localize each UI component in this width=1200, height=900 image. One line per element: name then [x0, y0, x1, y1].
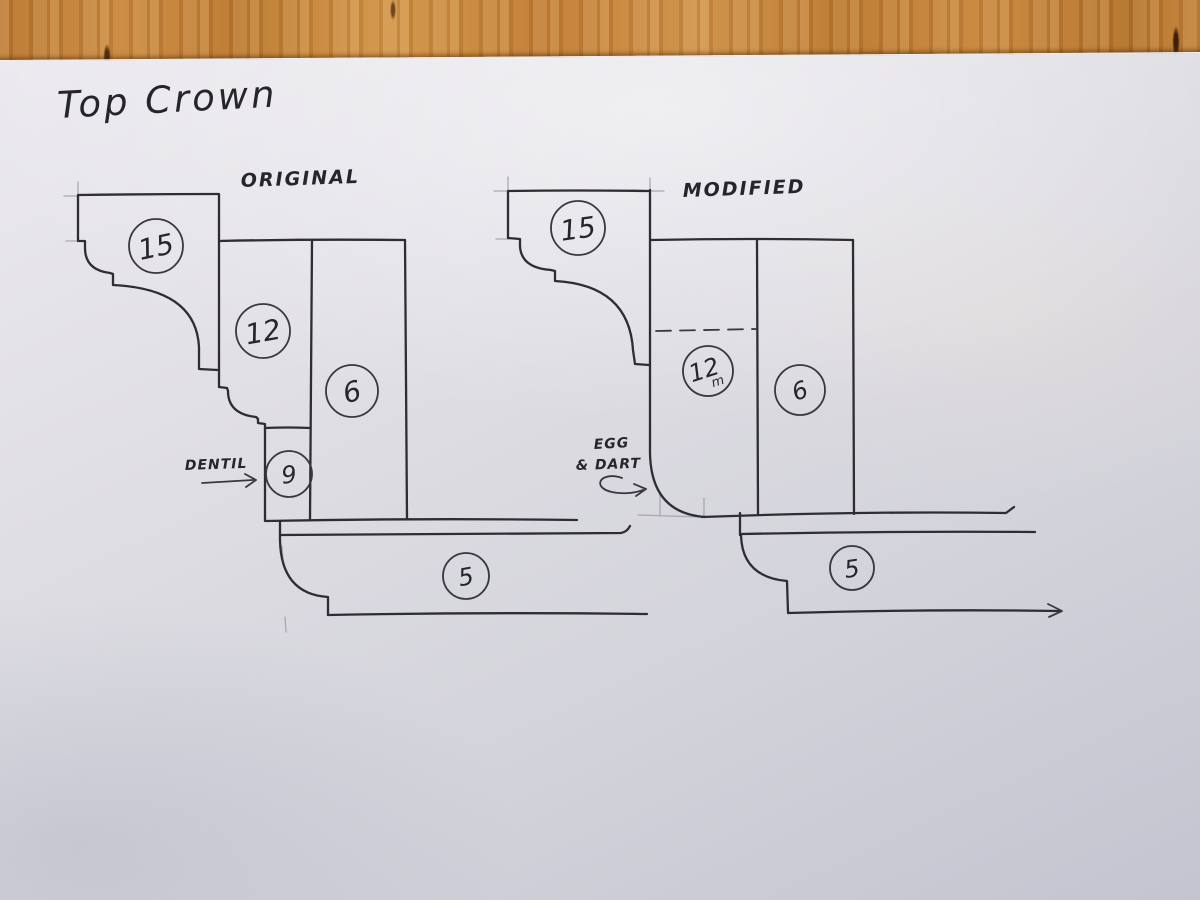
original-base-5-bottom-line: [326, 612, 649, 617]
modified-base-5-second-line: [739, 530, 1037, 536]
original-separator-12-6: [308, 239, 314, 522]
modified-egg-dart-cove: [648, 451, 707, 519]
original-callout-9-label: 9: [280, 460, 298, 489]
modified-callout-15-label: 15: [558, 210, 598, 248]
original-crown-15-outline: [76, 192, 220, 372]
modified-callout-6-label: 6: [788, 375, 812, 407]
modified-heading: MODIFIED: [682, 176, 805, 202]
egg-dart-annotation-line2: & DART: [576, 456, 642, 474]
modified-top-edge-12-6: [649, 237, 855, 242]
original-base-5-second-line: [278, 524, 632, 537]
modified-base-5-arrowhead: [1047, 603, 1063, 618]
modified-base-5-top-line: [700, 505, 1016, 519]
dentil-annotation-arrow: [201, 473, 257, 488]
modified-drawing: 15 12 m 6 5 EGG & DART: [506, 188, 1063, 618]
pencil-construction-lines: [63, 176, 705, 633]
original-callout-6: 6: [325, 364, 379, 418]
original-heading: ORIGINAL: [240, 166, 360, 192]
original-frieze-12-bottom-profile: [217, 385, 267, 430]
modified-callout-6: 6: [774, 364, 826, 416]
original-callout-12-label: 12: [243, 313, 284, 352]
modified-callout-15: 15: [550, 200, 606, 256]
original-callout-9: 9: [265, 450, 313, 498]
modified-base-5-cove: [739, 533, 790, 614]
original-drawing: 15 12 6 9 5 DENTIL: [76, 192, 649, 617]
modified-callout-5: 5: [829, 545, 875, 591]
modified-base-5-bottom-line: [786, 609, 1062, 615]
original-callout-12: 12: [235, 303, 291, 359]
modified-backer-6-right-edge: [851, 238, 856, 516]
original-callout-5-label: 5: [456, 562, 476, 592]
original-base-5-top-line: [264, 518, 579, 523]
modified-callout-5-label: 5: [842, 554, 861, 584]
original-top-edge-12-6: [217, 238, 407, 243]
modified-callout-12-suffix: m: [710, 373, 727, 391]
modified-callout-12m: 12 m: [682, 345, 734, 397]
original-callout-5: 5: [442, 552, 490, 600]
original-dentil-block-9: [263, 426, 312, 523]
original-callout-15: 15: [128, 218, 184, 274]
original-base-5-cove: [278, 538, 330, 617]
egg-dart-annotation-arrow: [599, 475, 647, 497]
original-callout-15-label: 15: [135, 227, 177, 267]
page-title: Top Crown: [56, 73, 278, 127]
original-callout-6-label: 6: [339, 374, 364, 410]
original-backer-6-right-edge: [403, 238, 409, 521]
dentil-annotation-label: DENTIL: [185, 456, 248, 474]
modified-separator-12-6: [755, 238, 760, 516]
modified-cut-dashed-line: [655, 328, 757, 332]
modified-crown-15-outline: [506, 189, 651, 367]
egg-dart-annotation-line1: EGG: [593, 435, 629, 453]
